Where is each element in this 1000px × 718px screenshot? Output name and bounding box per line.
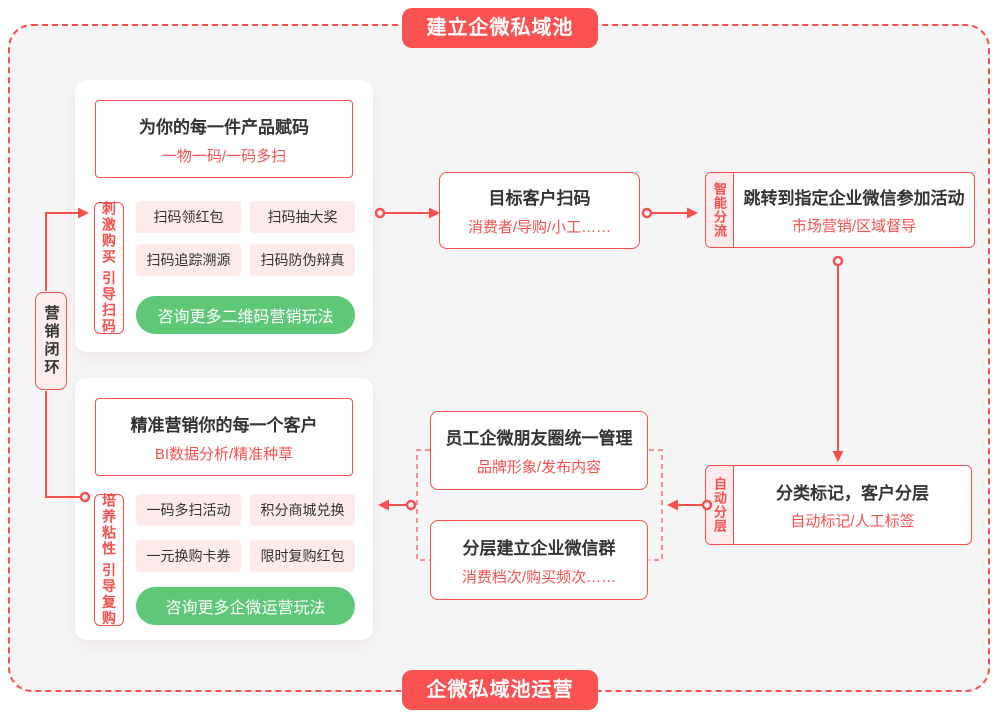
precision-marketing-card: 精准营销你的每一个客户 BI数据分析/精准种草 培养粘性 引导复购 一码多扫活动… — [75, 378, 373, 640]
tag-box-body: 分类标记，客户分层 自动标记/人工标签 — [734, 466, 971, 544]
product-card-title-box: 为你的每一件产品赋码 一物一码/一码多扫 — [95, 100, 353, 178]
moments-box-title: 员工企微朋友圈统一管理 — [445, 429, 633, 448]
moments-management-box: 员工企微朋友圈统一管理 品牌形象/发布内容 — [430, 411, 648, 490]
groups-box-title: 分层建立企业微信群 — [462, 538, 616, 558]
marketing-loop-label: 营销闭环 — [35, 292, 67, 390]
auto-layering-label: 自动分层 — [706, 466, 734, 544]
wecom-groups-box: 分层建立企业微信群 消费档次/购买频次…… — [430, 520, 648, 600]
jump-to-wecom-box: 智能分流 跳转到指定企业微信参加活动 市场营销/区域督导 — [705, 172, 975, 248]
repurchase-redpacket-item: 限时复购红包 — [250, 540, 355, 572]
one-yuan-coupon-item: 一元换购卡券 — [136, 540, 241, 572]
customer-card-title-box: 精准营销你的每一个客户 BI数据分析/精准种草 — [95, 398, 353, 476]
product-card-title: 为你的每一件产品赋码 — [139, 117, 309, 137]
scan-box-title: 目标客户扫码 — [488, 189, 591, 208]
scan-antifake-item: 扫码防伪辩真 — [250, 244, 355, 276]
multi-scan-activity-item: 一码多扫活动 — [136, 494, 241, 526]
jump-box-body: 跳转到指定企业微信参加活动 市场营销/区域督导 — [734, 173, 974, 247]
scan-box-subtitle: 消费者/导购/小工…… — [467, 219, 612, 236]
groups-box-subtitle: 消费档次/购买频次…… — [461, 568, 617, 586]
wecom-operation-cta-button[interactable]: 咨询更多企微运营玩法 — [136, 587, 355, 625]
points-mall-item: 积分商城兑换 — [250, 494, 355, 526]
tag-box-title: 分类标记，客户分层 — [776, 484, 929, 503]
scan-trace-item: 扫码追踪溯源 — [136, 244, 241, 276]
scan-lottery-item: 扫码抽大奖 — [250, 201, 355, 233]
qrcode-marketing-cta-button[interactable]: 咨询更多二维码营销玩法 — [136, 296, 355, 334]
product-coding-card: 为你的每一件产品赋码 一物一码/一码多扫 刺激购买 引导扫码 扫码领红包 扫码抽… — [75, 80, 373, 352]
bottom-badge: 企微私域池运营 — [402, 670, 598, 710]
smart-routing-label: 智能分流 — [706, 173, 734, 247]
cultivate-stickiness-label: 培养粘性 引导复购 — [94, 493, 124, 627]
scan-redpacket-item: 扫码领红包 — [136, 201, 241, 233]
top-badge: 建立企微私域池 — [402, 8, 598, 48]
customer-card-subtitle: BI数据分析/精准种草 — [154, 445, 294, 463]
stimulate-purchase-label: 刺激购买 引导扫码 — [94, 201, 124, 335]
jump-box-title: 跳转到指定企业微信参加活动 — [743, 189, 965, 208]
target-customer-scan-box: 目标客户扫码 消费者/导购/小工…… — [439, 172, 640, 249]
tag-box-subtitle: 自动标记/人工标签 — [790, 513, 915, 530]
moments-box-subtitle: 品牌形象/发布内容 — [476, 459, 602, 476]
jump-box-subtitle: 市场营销/区域督导 — [791, 218, 917, 235]
product-card-subtitle: 一物一码/一码多扫 — [161, 147, 287, 165]
customer-tagging-box: 自动分层 分类标记，客户分层 自动标记/人工标签 — [705, 465, 972, 545]
customer-card-title: 精准营销你的每一个客户 — [130, 415, 318, 435]
